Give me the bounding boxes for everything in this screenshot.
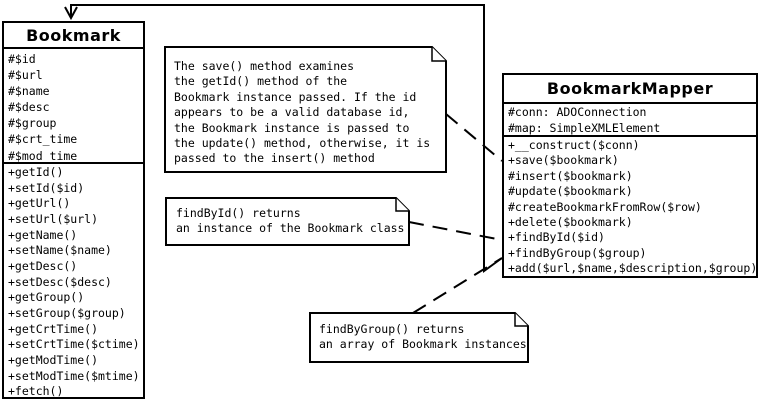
attributes-compartment: #$id #$url#$name#$desc#$group#$crt_time#$… bbox=[4, 49, 143, 164]
note-shape-findbygroup bbox=[309, 312, 529, 363]
note-shape-findbyid bbox=[165, 197, 410, 246]
association-arrowhead-icon bbox=[64, 6, 78, 21]
method-row: +getModTime() bbox=[8, 352, 99, 367]
method-row: +delete($bookmark) bbox=[508, 215, 633, 230]
note-connector-findbyid bbox=[408, 221, 503, 241]
methods-compartment: +__construct($conn)+save($bookmark)#inse… bbox=[504, 137, 756, 276]
method-row: +setModTime($mtime) bbox=[8, 368, 140, 383]
note-line: the update() method, otherwise, it is bbox=[174, 136, 431, 151]
class-box-bookmark: Bookmark #$id #$url#$name#$desc#$group#$c… bbox=[2, 21, 145, 399]
note-line: appears to be a valid database id, bbox=[174, 105, 410, 120]
method-row: +save($bookmark) bbox=[508, 153, 619, 168]
attribute-row: #$name bbox=[8, 84, 50, 99]
method-row: +getUrl() bbox=[8, 196, 71, 211]
method-row: +fetch() bbox=[8, 384, 64, 397]
attribute-row: #$group bbox=[8, 116, 57, 131]
methods-compartment: +getId()+setId($id)+getUrl()+setUrl($url… bbox=[4, 164, 143, 397]
method-row: +setUrl($url) bbox=[8, 211, 99, 226]
attributes-compartment: #conn: ADOConnection#map: SimpleXMLEleme… bbox=[504, 104, 756, 137]
method-row: +getGroup() bbox=[8, 290, 85, 305]
method-row: +getId() bbox=[8, 165, 64, 179]
method-row: +setId($id) bbox=[8, 180, 85, 195]
attribute-row: #$crt_time bbox=[8, 132, 78, 147]
note-line: The save() method examines bbox=[174, 59, 355, 73]
note-line: an array of Bookmark instances bbox=[319, 337, 527, 352]
attribute-row: #conn: ADOConnection bbox=[508, 105, 647, 119]
method-row: +__construct($conn) bbox=[508, 138, 640, 152]
attribute-row: #map: SimpleXMLElement bbox=[508, 120, 661, 135]
attribute-row: #$id bbox=[8, 52, 36, 66]
note-connector-save bbox=[445, 113, 503, 162]
note-line: the Bookmark instance is passed to bbox=[174, 120, 410, 135]
method-row: +getDesc() bbox=[8, 258, 78, 273]
class-title-bookmarkmapper: BookmarkMapper bbox=[504, 75, 756, 104]
note-line: findById() returns bbox=[176, 206, 301, 220]
method-row: #update($bookmark) bbox=[508, 184, 633, 199]
method-row: #createBookmarkFromRow($row) bbox=[508, 199, 702, 214]
note-line: findByGroup() returns bbox=[319, 322, 465, 336]
method-row: +findByGroup($group) bbox=[508, 245, 647, 260]
attribute-row: #$url bbox=[8, 68, 43, 83]
method-row: #insert($bookmark) bbox=[508, 168, 633, 183]
method-row: +getCrtTime() bbox=[8, 321, 99, 336]
method-row: +setName($name) bbox=[8, 243, 112, 258]
method-row: +add($url,$name,$description,$group) bbox=[508, 261, 756, 276]
method-row: +getName() bbox=[8, 227, 78, 242]
note-fold-icon bbox=[395, 198, 409, 212]
method-row: +setGroup($group) bbox=[8, 305, 126, 320]
class-title-bookmark: Bookmark bbox=[4, 23, 143, 49]
method-row: +findById($id) bbox=[508, 230, 605, 245]
attribute-row: #$mod_time bbox=[8, 148, 78, 163]
note-line: an instance of the Bookmark class bbox=[176, 221, 405, 236]
note-connector-findbygroup bbox=[412, 257, 503, 314]
association-line bbox=[70, 4, 503, 273]
method-row: +setCrtTime($ctime) bbox=[8, 337, 140, 352]
class-box-bookmarkmapper: BookmarkMapper #conn: ADOConnection#map:… bbox=[502, 73, 758, 278]
attribute-row: #$desc bbox=[8, 100, 50, 115]
note-fold-icon bbox=[431, 47, 446, 62]
note-fold-icon bbox=[514, 313, 528, 327]
note-shape-save bbox=[164, 46, 447, 173]
note-line: the getId() method of the bbox=[174, 74, 348, 89]
note-line: passed to the insert() method bbox=[174, 151, 375, 166]
method-row: +setDesc($desc) bbox=[8, 274, 112, 289]
note-line: Bookmark instance passed. If the id bbox=[174, 89, 417, 104]
